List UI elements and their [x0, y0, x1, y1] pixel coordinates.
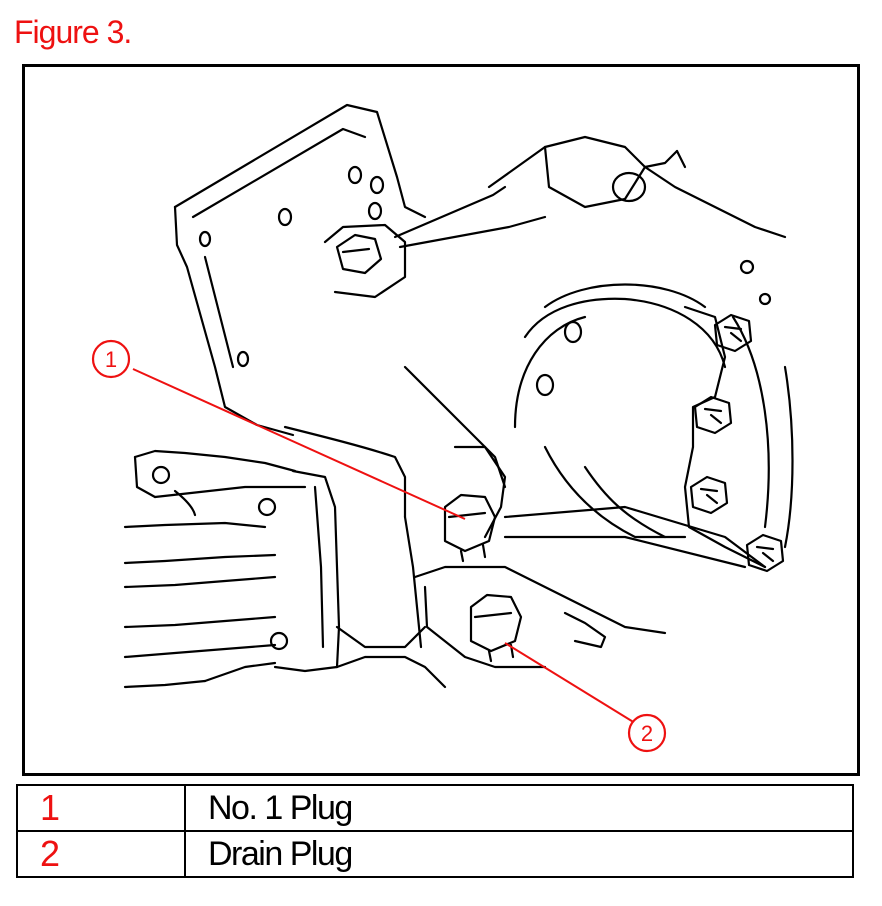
legend-row-description: No. 1 Plug [184, 784, 854, 832]
parts-legend-table: 1 No. 1 Plug 2 Drain Plug [16, 784, 854, 878]
leader-line-1 [132, 368, 466, 520]
transfer-case-drawing: 1 2 [91, 103, 794, 753]
flange-bolts [689, 313, 785, 573]
legend-row-description: Drain Plug [184, 830, 854, 878]
leader-line-2 [504, 642, 636, 724]
housing-linework [123, 103, 794, 689]
callout-leaders [132, 368, 636, 724]
callout-1: 1 [91, 339, 131, 379]
legend-row-number: 1 [16, 784, 186, 832]
figure-illustration-frame: 1 2 [22, 64, 860, 776]
callout-1-number: 1 [105, 347, 117, 372]
legend-row: 1 No. 1 Plug [16, 784, 854, 832]
callout-2-number: 2 [641, 721, 653, 746]
callout-2-circle [627, 713, 667, 753]
no1-plug-drawing [443, 493, 497, 563]
callout-1-circle [91, 339, 131, 379]
legend-row: 2 Drain Plug [16, 830, 854, 878]
callout-2: 2 [627, 713, 667, 753]
figure-title: Figure 3. [14, 14, 132, 50]
legend-row-number: 2 [16, 830, 186, 878]
drain-plug-drawing [469, 593, 523, 663]
